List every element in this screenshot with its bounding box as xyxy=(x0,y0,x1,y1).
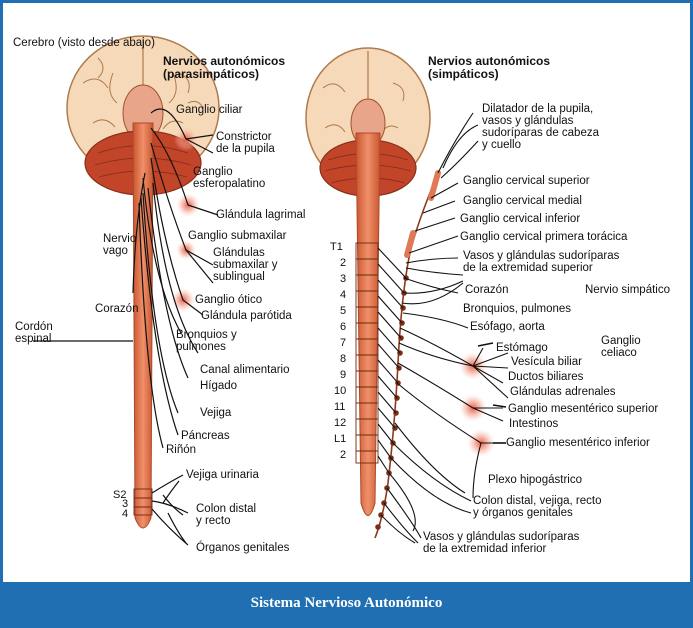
label-intestinos: Intestinos xyxy=(509,418,558,430)
label-glandulas-submaxilar: Glándulas submaxilar y sublingual xyxy=(213,247,278,283)
segment-l2: 2 xyxy=(340,449,346,461)
segment-t11: 11 xyxy=(334,401,345,413)
label-esofago-aorta: Esófago, aorta xyxy=(470,321,545,333)
right-spinal-cord xyxy=(356,133,380,516)
label-higado: Hígado xyxy=(200,380,237,392)
label-vasos-extremidad-superior: Vasos y glándulas sudoríparas de la extr… xyxy=(463,250,619,274)
label-ganglio-mesenterico-inferior: Ganglio mesentérico inferior xyxy=(506,437,650,449)
sympathetic-chain xyxy=(375,173,438,538)
label-ganglio-mesenterico-superior: Ganglio mesentérico superior xyxy=(508,403,658,415)
title-parasympathetic: Nervios autonómicos (parasimpáticos) xyxy=(163,55,285,81)
segment-t4: 4 xyxy=(340,289,346,301)
label-vejiga: Vejiga xyxy=(200,407,231,419)
label-colon-left: Colon distal y recto xyxy=(196,503,256,527)
label-ganglio-cervical-primera: Ganglio cervical primera torácica xyxy=(460,231,627,243)
label-ganglio-cervical-inferior: Ganglio cervical inferior xyxy=(460,213,580,225)
label-ganglio-cervical-superior: Ganglio cervical superior xyxy=(463,175,590,187)
label-colon-right: Colon distal, vejiga, recto y órganos ge… xyxy=(473,495,601,519)
label-ganglio-otico: Ganglio ótico xyxy=(195,294,262,306)
segment-t10: 10 xyxy=(334,385,346,397)
label-constrictor: Constrictor de la pupila xyxy=(216,131,275,155)
segment-t12: 12 xyxy=(334,417,346,429)
segment-t8: 8 xyxy=(340,353,346,365)
label-pancreas: Páncreas xyxy=(181,430,230,442)
label-nervio-simpatico: Nervio simpático xyxy=(585,284,670,296)
label-glandula-lagrimal: Glándula lagrimal xyxy=(216,209,306,221)
label-glandulas-adrenales: Glándulas adrenales xyxy=(510,386,616,398)
label-bronquios-pulmones: Bronquios, pulmones xyxy=(463,303,571,315)
label-ductos-biliares: Ductos biliares xyxy=(508,371,583,383)
label-organos-genitales: Órganos genitales xyxy=(196,542,289,554)
label-ganglio-cervical-medial: Ganglio cervical medial xyxy=(463,195,582,207)
segment-s4: 4 xyxy=(122,508,128,520)
label-corazon-right: Corazón xyxy=(465,284,508,296)
segment-t6: 6 xyxy=(340,321,346,333)
label-plexo-hipogastrico: Plexo hipogástrico xyxy=(488,474,582,486)
label-corazon-left: Corazón xyxy=(95,303,138,315)
segment-t7: 7 xyxy=(340,337,346,349)
segment-t3: 3 xyxy=(340,273,346,285)
label-glandula-parotida: Glándula parótida xyxy=(201,310,292,322)
label-cordon-espinal: Cordón espinal xyxy=(15,321,53,345)
label-dilatador: Dilatador de la pupila, vasos y glándula… xyxy=(482,103,599,151)
label-ganglio-ciliar: Ganglio ciliar xyxy=(176,104,242,116)
label-rinon: Riñón xyxy=(166,444,196,456)
label-vesicula-biliar: Vesícula biliar xyxy=(511,356,582,368)
label-vejiga-urinaria: Vejiga urinaria xyxy=(186,469,259,481)
label-estomago: Estómago xyxy=(496,342,548,354)
segment-l1: L1 xyxy=(334,433,346,445)
title-sympathetic: Nervios autonómicos (simpáticos) xyxy=(428,55,550,81)
segment-t5: 5 xyxy=(340,305,346,317)
label-bronquios-left: Bronquios y pulmones xyxy=(176,329,237,353)
label-ganglio-submaxilar: Ganglio submaxilar xyxy=(188,230,286,242)
label-ganglio-esferopalatino: Ganglio esferopalatino xyxy=(193,166,265,190)
label-brain: Cerebro (visto desde abajo) xyxy=(13,37,155,49)
label-nervio-vago: Nervio vago xyxy=(103,233,136,257)
segment-t1: T1 xyxy=(330,241,343,253)
segment-t2: 2 xyxy=(340,257,346,269)
footer-title: Sistema Nervioso Autonómico xyxy=(3,582,690,625)
label-vasos-extremidad-inferior: Vasos y glándulas sudoríparas de la extr… xyxy=(423,531,579,555)
segment-t9: 9 xyxy=(340,369,346,381)
label-canal-alimentario: Canal alimentario xyxy=(200,364,290,376)
label-ganglio-celiaco: Ganglio celiaco xyxy=(601,335,641,359)
